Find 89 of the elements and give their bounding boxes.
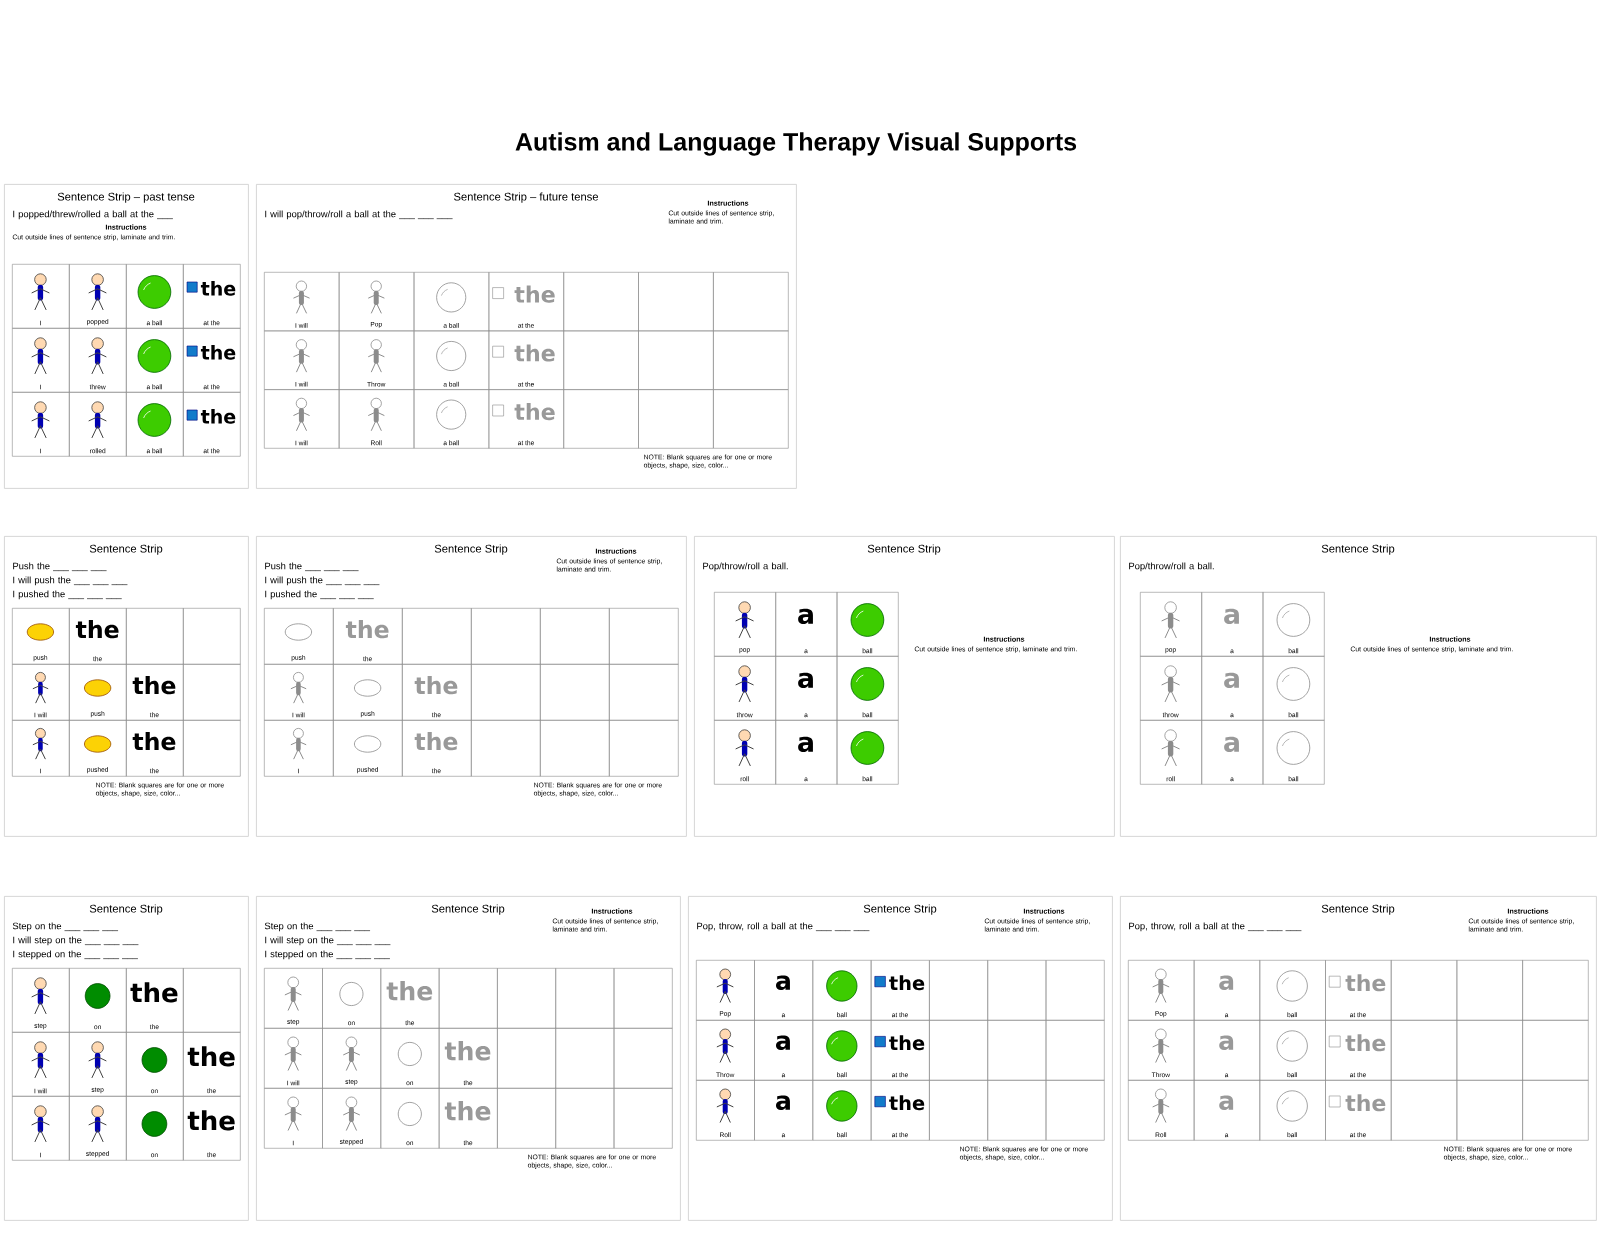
sight-word: the [414, 676, 458, 695]
sight-word: the [889, 975, 925, 991]
table-cell [1045, 960, 1105, 1021]
sight-word: a [798, 672, 813, 689]
table-cell [540, 664, 610, 721]
sight-word: the [514, 285, 555, 303]
sight-word: a [798, 608, 813, 625]
sight-word: the [187, 1110, 235, 1131]
sight-word: a [798, 736, 813, 753]
table-cell [929, 1080, 988, 1141]
table-cell [929, 1020, 988, 1081]
sight-word: a [1224, 608, 1239, 625]
sight-word: the [200, 409, 236, 424]
table-cell [497, 968, 556, 1029]
table-cell [929, 960, 988, 1021]
table-cell [183, 968, 241, 1033]
sight-word: the [200, 345, 236, 360]
sight-word: the [514, 403, 555, 421]
sight-word: the [1345, 1034, 1386, 1052]
table-cell [402, 608, 472, 665]
table-cell [1390, 960, 1458, 1021]
table-cell [638, 330, 714, 390]
table-cell [613, 968, 673, 1029]
table-cell [563, 389, 639, 449]
table-cell [555, 1088, 615, 1149]
table-cell [1390, 1080, 1458, 1141]
table-cell [1456, 1080, 1523, 1141]
table-cell [555, 968, 615, 1029]
sight-word: the [200, 281, 236, 296]
sight-word: the [514, 344, 555, 362]
table-cell [540, 608, 610, 665]
table-cell [1456, 1020, 1523, 1081]
table-cell [638, 389, 714, 449]
table-cell [613, 1088, 673, 1149]
sight-word: the [444, 1101, 491, 1121]
table-cell [987, 960, 1047, 1021]
table-cell [497, 1028, 556, 1089]
table-cell [183, 720, 241, 777]
sight-word: the [345, 620, 389, 639]
table-cell [471, 608, 541, 665]
sight-word: a [776, 975, 790, 990]
sight-word: the [132, 732, 176, 751]
sight-word: a [1219, 1095, 1234, 1110]
table-cell [613, 1028, 673, 1089]
sight-word: the [444, 1041, 491, 1061]
table-cell [1522, 1020, 1589, 1081]
table-cell [987, 1020, 1047, 1081]
table-cell [1390, 1020, 1458, 1081]
sight-word: a [776, 1035, 790, 1050]
sight-word: the [889, 1035, 925, 1051]
sight-word: a [1224, 672, 1239, 689]
table-cell [1456, 960, 1523, 1021]
table-cell [563, 272, 639, 332]
sight-word: the [1345, 1094, 1386, 1112]
table-cell [471, 720, 541, 777]
table-cell [987, 1080, 1047, 1141]
table-cell [713, 272, 789, 332]
table-cell [126, 608, 184, 665]
sight-word: a [776, 1095, 790, 1110]
sight-word: the [414, 732, 458, 751]
table-cell [555, 1028, 615, 1089]
table-cell [563, 330, 639, 390]
table-cell [497, 1088, 556, 1149]
table-cell [609, 664, 679, 721]
sight-word: a [1219, 1035, 1234, 1050]
sight-word: a [1224, 736, 1239, 753]
table-cell [713, 389, 789, 449]
page-title: Autism and Language Therapy Visual Supports [515, 132, 1077, 156]
sight-word: a [1219, 975, 1234, 990]
table-cell [438, 968, 498, 1029]
sight-word: the [75, 620, 119, 639]
sight-word: the [187, 1046, 235, 1067]
table-cell [1045, 1080, 1105, 1141]
table-cell [1522, 960, 1589, 1021]
table-cell [1045, 1020, 1105, 1081]
table-cell [609, 720, 679, 777]
sight-word: the [386, 981, 433, 1001]
table-cell [713, 330, 789, 390]
sight-word: the [889, 1095, 925, 1111]
sight-word: the [1345, 974, 1386, 992]
table-cell [540, 720, 610, 777]
table-cell [638, 272, 714, 332]
table-cell [1522, 1080, 1589, 1141]
sight-word: the [130, 982, 178, 1003]
table-cell [183, 608, 241, 665]
table-cell [471, 664, 541, 721]
sight-word: the [132, 676, 176, 695]
table-cell [183, 664, 241, 721]
table-cell [609, 608, 679, 665]
